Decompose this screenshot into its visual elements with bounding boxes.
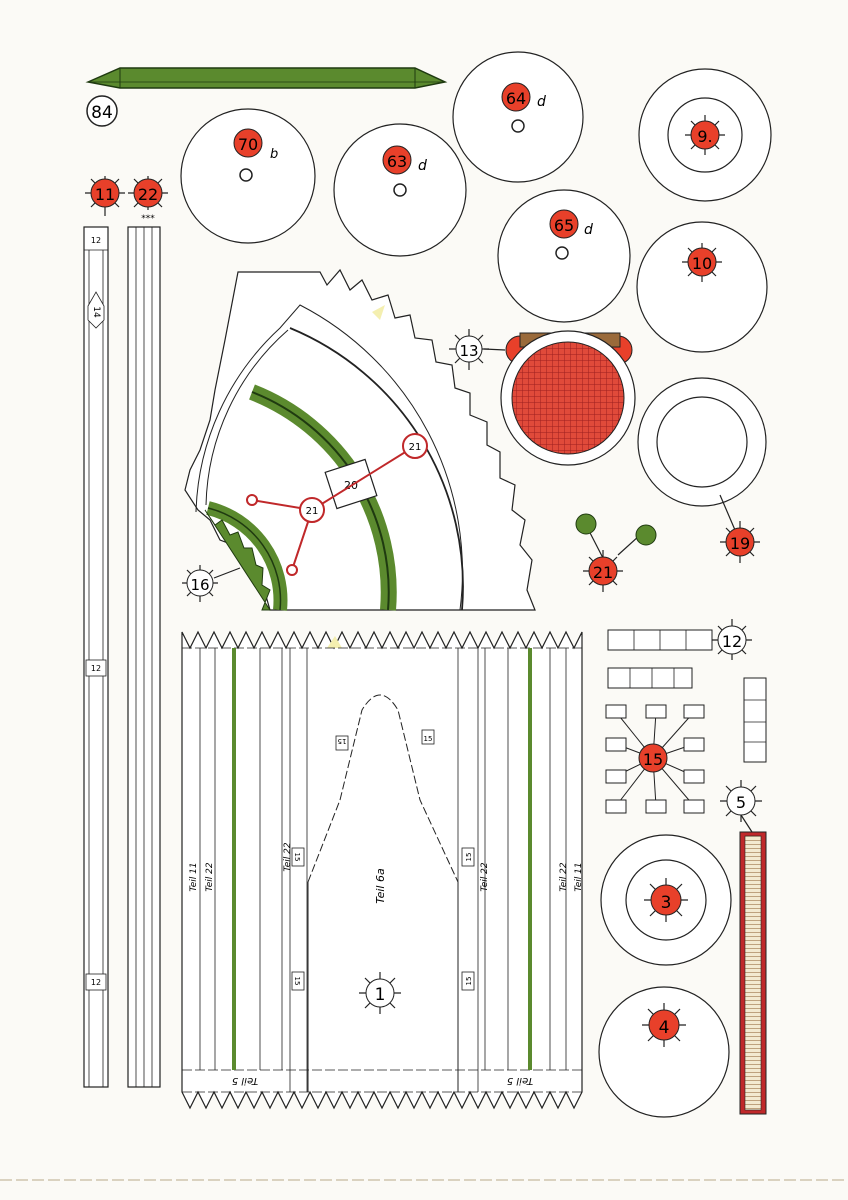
strip-11-label-bottom: 12 — [91, 978, 101, 987]
disc-70: 70 b — [180, 108, 316, 244]
label-teil-22-right: Teil 22 — [559, 862, 569, 892]
badge-5-label: 5 — [736, 793, 746, 812]
badge-9-label: 9. — [697, 127, 712, 146]
connector-21-arms — [246, 445, 416, 576]
suffix-64: d — [537, 94, 546, 110]
badge-84-label: 84 — [91, 103, 113, 123]
part-12-strips — [607, 629, 767, 763]
ring-9: 9. — [638, 68, 772, 202]
marker-15-b: 15 — [424, 735, 433, 743]
badge-16-label: 16 — [190, 576, 209, 594]
label-teil-22-inner-left: Teil 22 — [283, 842, 293, 872]
label-teil-5-right: Teil 5 — [507, 1075, 533, 1086]
strip-11-label-top: 12 — [91, 236, 101, 245]
badge-19-label: 19 — [730, 534, 750, 553]
badge-13: 13 — [449, 329, 506, 370]
strip-11-label-mid: 12 — [91, 664, 101, 673]
disc-64: 64 d — [452, 51, 584, 183]
disc-65: 65 d — [497, 189, 631, 323]
badge-1: 1 — [359, 972, 401, 1014]
label-teil-11-right: Teil 11 — [574, 862, 584, 891]
badge-19: 19 — [720, 521, 760, 563]
badge-22-label: 22 — [138, 185, 158, 204]
marker-15-f: 15 — [465, 977, 473, 986]
part-5-strip — [739, 831, 767, 1115]
suffix-65: d — [584, 222, 593, 238]
badge-70-label: 70 — [238, 135, 258, 154]
suffix-22: *** — [141, 214, 155, 224]
badge-21-top: 21 — [402, 433, 428, 459]
badge-65-label: 65 — [554, 216, 574, 235]
badge-63-label: 63 — [387, 152, 407, 171]
strip-11: 12 12 12 14 — [83, 226, 109, 1088]
disc-10: 10 — [636, 221, 768, 353]
ring-3: 3 — [600, 834, 732, 966]
badge-21-center-label: 21 — [306, 506, 319, 517]
marker-15-a: 15 — [338, 737, 347, 745]
strip-14-label: 14 — [91, 306, 101, 318]
badge-21-red-label: 21 — [593, 563, 613, 582]
part-15-star: 15 — [605, 704, 705, 814]
part-1-body: 15 15 15 15 15 15 Teil 6a Teil 11 Teil 2… — [181, 630, 584, 1110]
suffix-63: d — [418, 158, 427, 174]
marker-15-e: 15 — [293, 977, 301, 986]
disc-4: 4 — [598, 986, 730, 1118]
badge-22: 22 *** — [128, 176, 168, 224]
badge-11: 11 — [85, 176, 125, 216]
strip-22 — [127, 226, 161, 1088]
part-21-buttons: 21 — [575, 513, 657, 592]
badge-64-label: 64 — [506, 89, 526, 108]
disc-63: 63 d — [333, 123, 467, 257]
ring-19 — [637, 377, 767, 531]
badge-4-label: 4 — [659, 1018, 670, 1038]
badge-12-label: 12 — [722, 632, 742, 651]
badge-13-label: 13 — [459, 342, 478, 360]
headlamp-13 — [500, 330, 636, 466]
badge-3-label: 3 — [661, 893, 672, 913]
badge-5: 5 — [720, 780, 762, 833]
label-teil-5-left: Teil 5 — [232, 1075, 258, 1086]
badge-15-label: 15 — [643, 750, 663, 769]
label-teil-6a: Teil 6a — [374, 868, 387, 904]
badge-16: 16 — [182, 565, 241, 602]
label-teil-22-left: Teil 22 — [205, 862, 215, 892]
label-teil-11-left: Teil 11 — [189, 862, 199, 891]
badge-1-label: 1 — [375, 985, 386, 1005]
badge-21-top-label: 21 — [409, 442, 422, 453]
badge-11-label: 11 — [95, 185, 115, 204]
part-16-ring — [184, 268, 536, 611]
part-84-bar — [85, 67, 448, 89]
badge-10-label: 10 — [692, 254, 712, 273]
label-teil-22-inner-right: Teil 22 — [480, 862, 490, 892]
marker-15-c: 15 — [293, 853, 301, 862]
badge-12: 12 — [712, 619, 752, 660]
badge-84: 84 — [86, 95, 118, 127]
badge-21-center: 21 — [299, 497, 325, 523]
marker-15-d: 15 — [465, 853, 473, 862]
suffix-70: b — [270, 147, 278, 162]
